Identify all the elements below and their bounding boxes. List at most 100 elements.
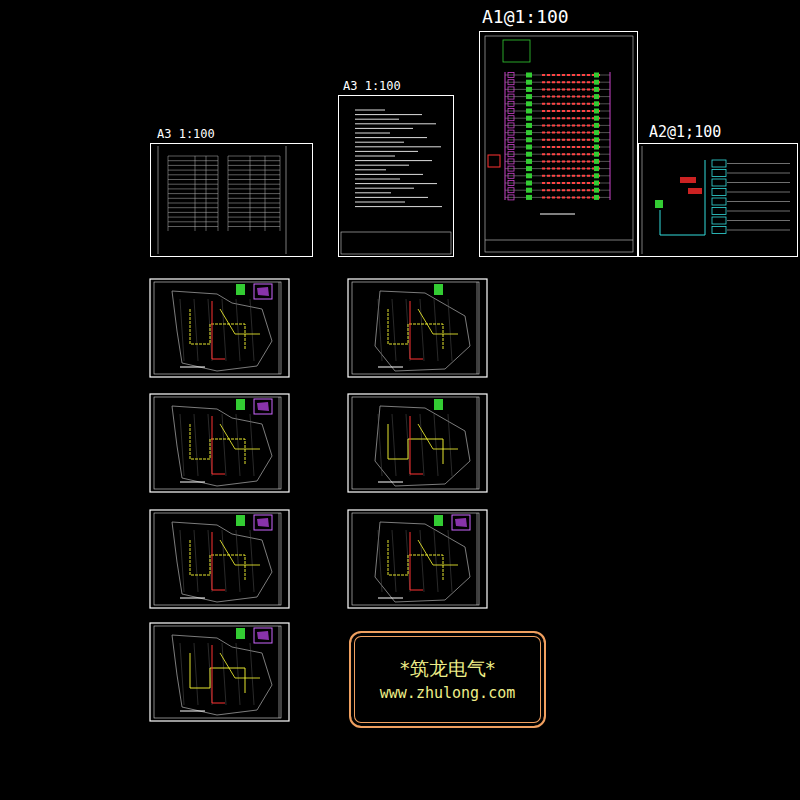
table-row: [168, 160, 218, 161]
table-row: [228, 184, 280, 185]
drawing-title-bar: [180, 482, 205, 483]
grid-line: [434, 299, 438, 361]
table-row: [168, 212, 218, 213]
module: [526, 195, 532, 200]
device-row: [542, 103, 600, 105]
riser: [610, 72, 611, 200]
key-plan-fill: [257, 631, 269, 640]
drawing-title-bar: [180, 598, 205, 599]
building-outline: [172, 291, 272, 371]
module: [594, 166, 599, 171]
table-sheet: [158, 146, 286, 254]
module: [526, 73, 532, 78]
table-row: [228, 179, 280, 180]
key-plan-fill: [257, 287, 269, 296]
module: [526, 80, 532, 85]
grid-line: [434, 414, 438, 476]
module: [594, 173, 599, 178]
inner-frame: [352, 397, 479, 489]
device-row: [542, 96, 600, 98]
note-line: [355, 174, 423, 175]
plan-sheet: [150, 394, 289, 492]
cable-route: [388, 424, 443, 464]
grid-line: [420, 414, 424, 476]
cable-route: [190, 309, 245, 349]
note-line: [355, 133, 390, 134]
module: [508, 94, 514, 99]
plan-sheet: [150, 279, 289, 377]
trunk: [660, 160, 705, 235]
grid-line: [194, 299, 198, 361]
grid-line: [194, 530, 198, 592]
legend-icon: [434, 515, 443, 526]
grid-line: [392, 530, 396, 592]
table-row: [228, 226, 280, 227]
module: [508, 123, 514, 128]
module: [508, 73, 514, 78]
note-line: [355, 169, 386, 170]
table-row: [228, 193, 280, 194]
module: [508, 159, 514, 164]
module: [508, 109, 514, 114]
module: [508, 188, 514, 193]
module: [594, 195, 599, 200]
cable-route: [190, 540, 245, 580]
module: [508, 166, 514, 171]
module: [526, 123, 532, 128]
cable-route: [220, 540, 260, 565]
table-row: [168, 165, 218, 166]
plan-sheet: [348, 279, 487, 377]
grid-line: [250, 414, 254, 476]
cable-route: [388, 309, 443, 349]
module: [526, 94, 532, 99]
drawing-title-bar: [540, 214, 575, 215]
device-row: [542, 146, 600, 148]
drawing-title-bar: [378, 482, 403, 483]
module: [594, 109, 599, 114]
drawing-sheet: A3 1:100: [150, 143, 313, 257]
grid-line: [222, 530, 226, 592]
module: [526, 166, 532, 171]
note-line: [355, 151, 418, 152]
switch-box: [712, 160, 726, 167]
feeder: [727, 192, 790, 193]
note-line: [355, 188, 414, 189]
key-plan: [254, 628, 272, 643]
key-plan-fill: [257, 518, 269, 527]
title-strip: [279, 626, 280, 718]
sheet-border: [150, 394, 289, 492]
table-row: [228, 174, 280, 175]
module: [508, 87, 514, 92]
cable-route: [418, 309, 458, 334]
riser: [505, 72, 506, 200]
sheet-border: [348, 510, 487, 608]
cable-route: [410, 416, 423, 474]
title-strip: [279, 513, 280, 605]
server: [688, 188, 702, 194]
device-row: [542, 182, 600, 184]
module: [594, 130, 599, 135]
feeder: [727, 201, 790, 202]
plan-sheet: [348, 394, 487, 492]
drawing-title-bar: [378, 598, 403, 599]
note-line: [355, 165, 409, 166]
plan-sheet: [150, 623, 289, 721]
grid-line: [236, 299, 240, 361]
note-line: [355, 192, 391, 193]
legend-table: [503, 40, 530, 62]
note-line: [355, 123, 436, 124]
title-block: [341, 232, 451, 254]
module: [508, 101, 514, 106]
feeder: [727, 182, 790, 183]
module: [594, 123, 599, 128]
grid-line: [378, 414, 382, 476]
table-row: [228, 203, 280, 204]
table-row: [228, 170, 280, 171]
note-line: [355, 202, 405, 203]
cable-route: [418, 540, 458, 565]
module: [594, 152, 599, 157]
module: [508, 181, 514, 186]
table-row: [168, 170, 218, 171]
notes-sheet: [341, 110, 451, 254]
drawing-sheet: A3 1:100: [338, 95, 454, 257]
